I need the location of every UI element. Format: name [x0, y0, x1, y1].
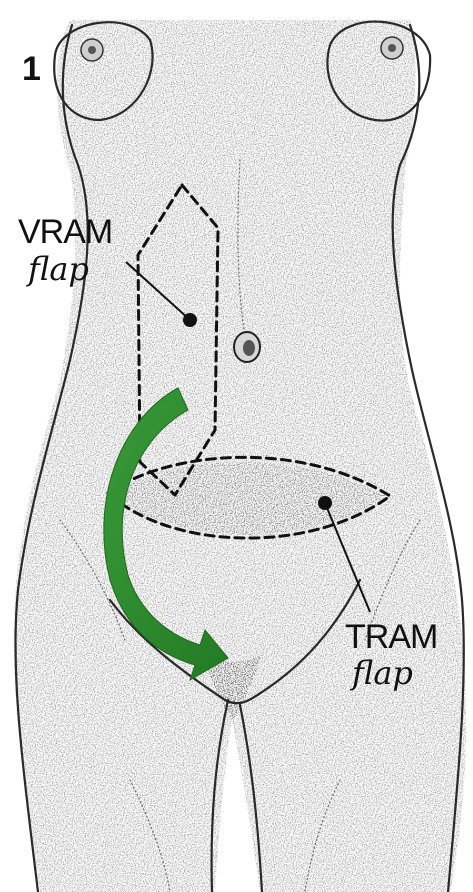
tram-label-flap: flap: [350, 654, 413, 692]
tram-label: TRAM: [345, 618, 437, 656]
vram-label-flap: flap: [26, 250, 89, 288]
figure-number: 1: [22, 50, 41, 88]
vram-label: VRAM: [18, 213, 112, 251]
navel: [234, 332, 260, 362]
